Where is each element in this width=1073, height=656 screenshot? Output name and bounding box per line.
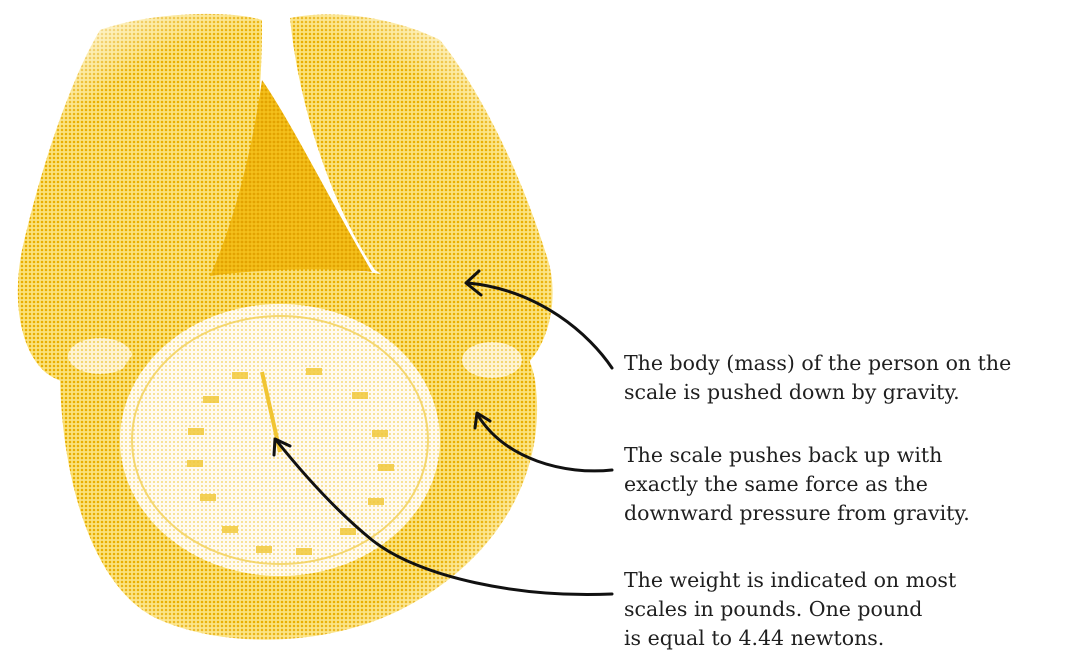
caption-weight-units: The weight is indicated on most scales i… xyxy=(624,566,1064,653)
caption-scale-pushback: The scale pushes back up with exactly th… xyxy=(624,441,1064,528)
edge-fade xyxy=(0,0,600,656)
person-on-scale-illustration xyxy=(0,0,600,656)
caption-body-gravity: The body (mass) of the person on the sca… xyxy=(624,349,1064,407)
